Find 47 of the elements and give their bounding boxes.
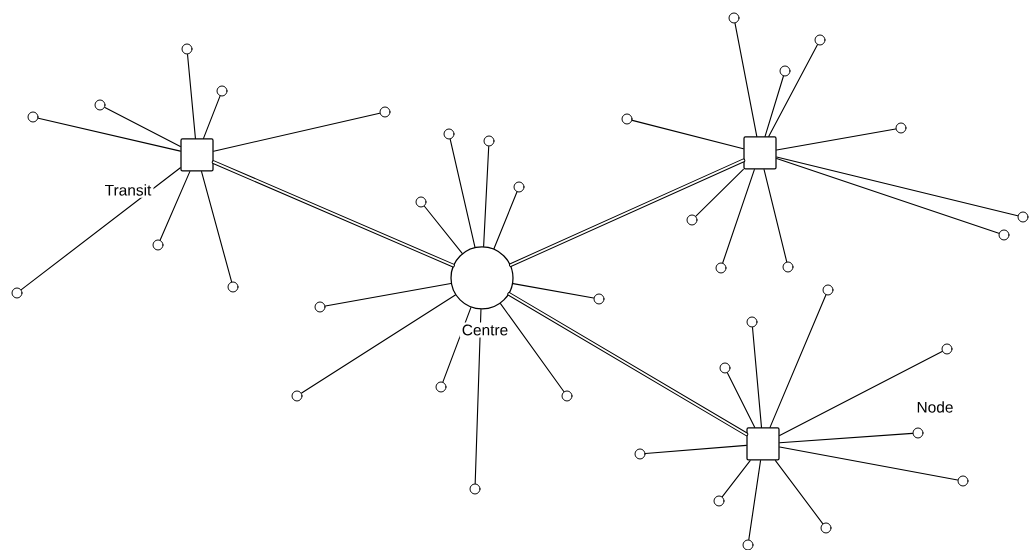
line (159, 171, 191, 241)
line (763, 169, 788, 263)
line (483, 145, 490, 247)
line (104, 106, 181, 147)
line (748, 460, 762, 541)
square-node (743, 136, 777, 170)
line (449, 138, 476, 248)
line (202, 95, 221, 139)
text-label: Node (917, 401, 953, 413)
line (726, 372, 756, 428)
node-label: Transit (102, 182, 154, 198)
line (474, 309, 482, 485)
line (779, 350, 943, 436)
line (37, 117, 181, 152)
line (774, 460, 824, 525)
line (764, 75, 784, 137)
line (751, 326, 763, 428)
line (722, 169, 755, 264)
line (324, 283, 452, 307)
line (20, 167, 181, 291)
line (769, 294, 827, 428)
line (779, 432, 914, 444)
line (499, 303, 565, 393)
centre-circle (450, 246, 514, 310)
line (201, 171, 233, 283)
line (776, 156, 1019, 217)
line (512, 283, 595, 299)
double-line (507, 292, 749, 437)
line (213, 112, 381, 152)
line (301, 294, 456, 394)
node-label: Centre (459, 322, 511, 338)
square-node (746, 427, 780, 461)
line (721, 460, 751, 498)
line (423, 205, 463, 254)
line (493, 191, 518, 250)
line (186, 53, 196, 139)
line (695, 168, 744, 217)
line (734, 22, 758, 137)
double-line (211, 160, 455, 268)
line (776, 128, 897, 151)
line (776, 158, 1000, 234)
square-node (180, 138, 214, 172)
line (779, 446, 959, 481)
double-line (508, 158, 746, 267)
line (768, 44, 818, 137)
line (631, 119, 744, 150)
line (644, 444, 747, 455)
